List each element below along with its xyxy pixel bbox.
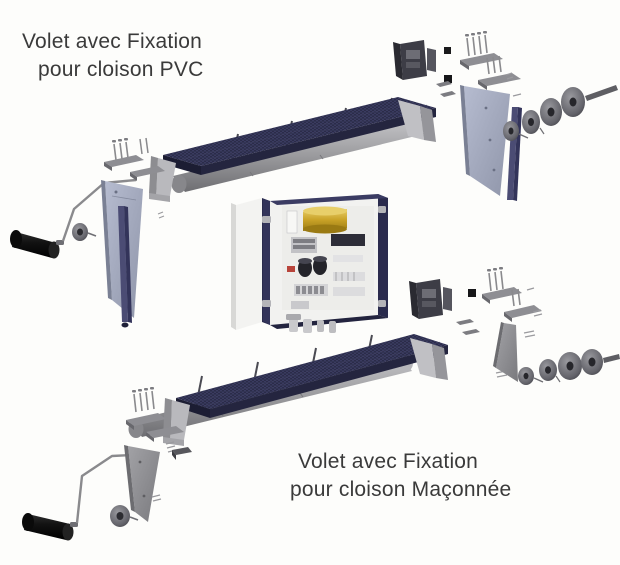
enclosure-hinges (262, 206, 386, 307)
upper-motor-housing (393, 40, 436, 80)
lower-motor-housing (409, 279, 452, 319)
title-bottom-line1: Volet avec Fixation (298, 450, 479, 473)
title-bottom-line2: pour cloison Maçonnée (290, 477, 512, 501)
upper-assembly (10, 31, 618, 328)
upper-pulley-set (503, 85, 618, 141)
upper-shutter-curtain (163, 97, 436, 175)
lower-bracket-left (163, 398, 190, 446)
upper-crank-pulley (72, 223, 97, 241)
cable-glands (286, 314, 336, 333)
upper-right-side-plate (460, 85, 510, 196)
page-title-top: Volet avec Fixation pour cloison PVC (22, 28, 203, 83)
upper-bracket-right (398, 100, 436, 142)
terminal-strip (294, 272, 365, 296)
board-components (286, 210, 365, 309)
lower-crank-pulley (110, 505, 139, 527)
upper-motor-hardware (436, 47, 456, 97)
relay-block (291, 237, 317, 253)
lower-crank-handle[interactable] (22, 513, 78, 541)
toroidal-transformer (303, 206, 347, 234)
lower-shutter-curtain (176, 334, 448, 418)
capacitor-pair (298, 256, 327, 277)
lower-right-side-plate (493, 322, 518, 382)
lower-assembly (22, 267, 620, 541)
central-control-box (231, 194, 388, 333)
page-title-bottom: Volet avec Fixation pour cloison Maçonnée (290, 448, 511, 503)
upper-guide-rail (118, 206, 132, 328)
upper-left-hardware (104, 137, 165, 219)
upper-right-guide-rail (507, 107, 522, 201)
title-top-line1: Volet avec Fixation (22, 30, 203, 53)
lower-side-plate (124, 445, 160, 522)
lower-left-hardware (126, 387, 192, 502)
lower-right-hardware (482, 267, 543, 378)
upper-crank-rod (61, 178, 137, 242)
lower-bracket-right (410, 338, 448, 380)
title-top-line2: pour cloison PVC (38, 57, 204, 81)
lower-pulley-set (518, 349, 620, 385)
upper-crank-handle[interactable] (10, 230, 64, 259)
lower-motor-hardware (456, 289, 480, 335)
upper-bracket-left (149, 156, 176, 202)
